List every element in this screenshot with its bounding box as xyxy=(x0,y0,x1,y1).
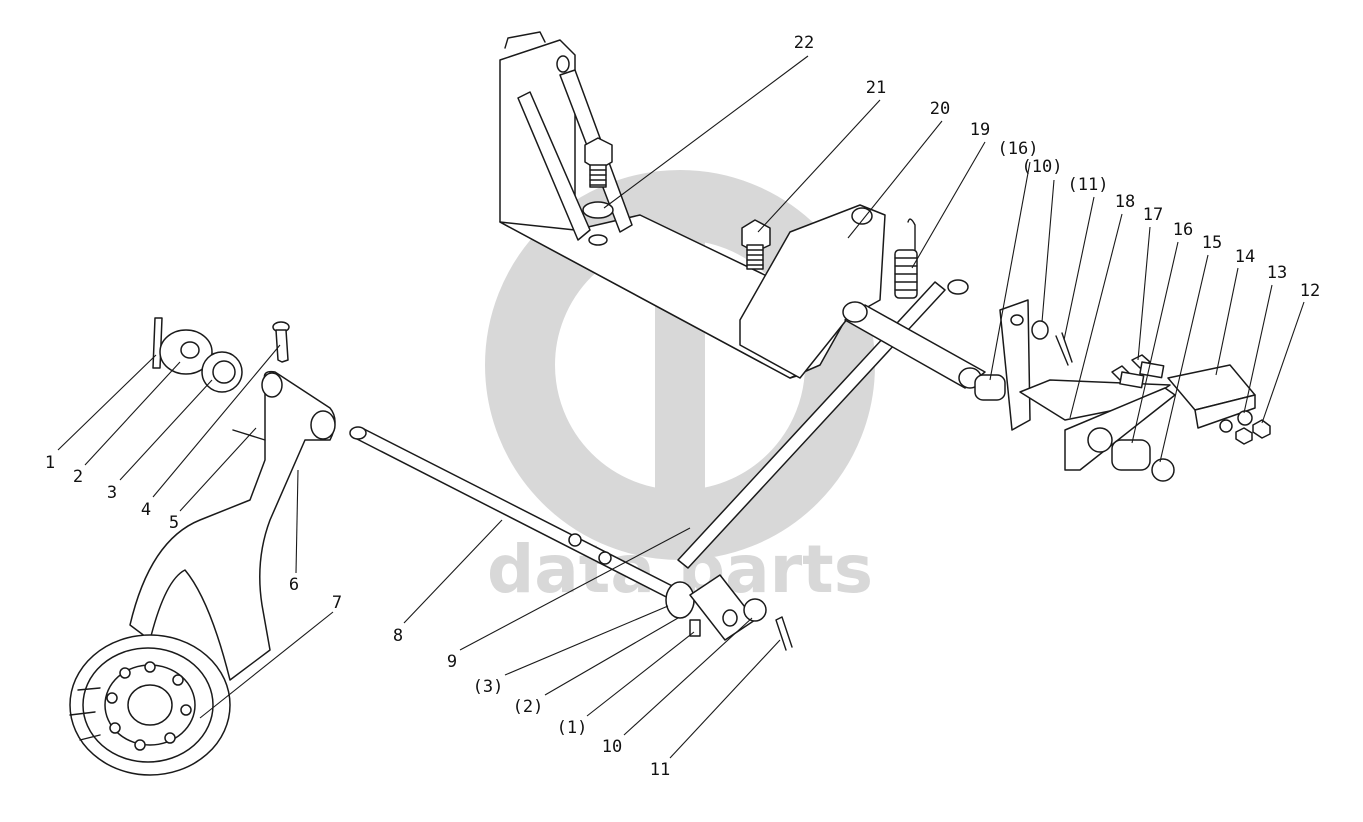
release-bearing xyxy=(69,634,231,776)
leader-line-c5 xyxy=(179,427,257,512)
callout-label-c11b: (11) xyxy=(1068,175,1109,195)
callout-label-c10b: (10) xyxy=(1022,157,1063,177)
callout-label-c17: 17 xyxy=(1143,205,1163,225)
bush-3-shaft xyxy=(665,581,695,619)
leader-line-c19 xyxy=(911,141,986,269)
callout-label-c15: 15 xyxy=(1202,233,1222,253)
bracket-top-pin xyxy=(504,31,546,49)
leader-line-c18 xyxy=(1069,213,1123,419)
bush-16-left xyxy=(974,374,1006,401)
cotter-pin-11 xyxy=(775,616,793,651)
leader-line-c21 xyxy=(757,99,881,233)
leader-line-c16b xyxy=(989,161,1031,381)
circlip-15 xyxy=(1151,458,1175,482)
nut-12 xyxy=(1252,419,1271,439)
callout-label-c3: 3 xyxy=(107,483,117,503)
washer-22 xyxy=(582,201,614,219)
callout-label-c1b: (1) xyxy=(557,718,588,738)
leader-line-c16 xyxy=(1131,241,1179,444)
leader-line-c6 xyxy=(295,469,299,574)
callout-label-c10: 10 xyxy=(602,737,622,757)
callout-label-c2: 2 xyxy=(73,467,83,487)
leader-line-c2b xyxy=(544,617,679,696)
split-pin-1-shaft xyxy=(689,619,701,637)
callout-label-c16b: (16) xyxy=(998,139,1039,159)
leader-line-c10 xyxy=(623,617,753,736)
leader-line-c22 xyxy=(603,55,809,209)
bracket-hole-top xyxy=(556,55,570,73)
callout-label-c11: 11 xyxy=(650,760,670,780)
bolt-left xyxy=(584,137,613,188)
leader-line-c2 xyxy=(84,361,181,466)
leader-line-c11b xyxy=(1063,196,1095,341)
return-spring xyxy=(894,218,918,299)
callout-label-c16: 16 xyxy=(1173,220,1193,240)
callout-label-c9: 9 xyxy=(447,652,457,672)
bush-16 xyxy=(1111,439,1151,471)
leader-line-c12 xyxy=(1261,301,1305,424)
leader-line-c10b xyxy=(1041,179,1055,323)
leader-line-c20 xyxy=(847,120,943,239)
bolt-21 xyxy=(741,219,771,270)
nut-12b xyxy=(1235,427,1253,445)
pull-rod xyxy=(677,279,969,569)
spring-washer-13 xyxy=(1237,410,1253,426)
bearing-bolt-holes xyxy=(106,661,192,751)
washer-10-right xyxy=(1031,320,1049,340)
pedal-lever-hole xyxy=(1087,427,1113,453)
leader-line-c7 xyxy=(199,611,334,719)
bracket-gusset-left xyxy=(517,91,591,241)
leader-line-c3 xyxy=(119,379,213,481)
callout-label-c12: 12 xyxy=(1300,281,1320,301)
leader-line-c9 xyxy=(459,527,691,651)
clevis-pin-4 xyxy=(272,321,290,363)
cotter-pin-11-right xyxy=(1055,332,1073,366)
bracket-hole-side xyxy=(851,207,873,225)
bearing-bush-3-inner xyxy=(212,360,236,384)
callout-label-c1: 1 xyxy=(45,453,55,473)
leader-line-c15 xyxy=(1159,254,1209,463)
callout-label-c21: 21 xyxy=(866,78,886,98)
callout-label-c7: 7 xyxy=(332,593,342,613)
leader-line-c11 xyxy=(669,639,781,759)
leader-line-c3b xyxy=(504,605,669,676)
callout-label-c20: 20 xyxy=(930,99,950,119)
leader-line-c17 xyxy=(1137,226,1151,361)
callout-label-c13: 13 xyxy=(1267,263,1287,283)
leader-line-c1b xyxy=(586,631,695,717)
washer-13b xyxy=(1219,419,1233,433)
washer-10-shaft xyxy=(743,598,767,622)
leader-line-c4 xyxy=(152,344,281,498)
leader-line-c14 xyxy=(1215,267,1239,376)
release-fork xyxy=(129,370,336,681)
pedal-plate-hole xyxy=(1010,314,1024,326)
bracket-assembly xyxy=(499,31,886,379)
callout-label-c5: 5 xyxy=(169,513,179,533)
callout-label-c18: 18 xyxy=(1115,192,1135,212)
pedal-mount-plate xyxy=(999,299,1031,431)
leader-line-c1 xyxy=(57,354,157,451)
leader-line-c8 xyxy=(403,519,503,624)
bolt-17 xyxy=(1111,354,1165,389)
pedal-pad-side xyxy=(1194,394,1256,429)
callout-layer: 123456789(3)(2)(1)101112131415161718(11)… xyxy=(45,33,1320,780)
bracket-hole-bottom xyxy=(588,234,608,246)
callout-label-c2b: (2) xyxy=(513,697,544,717)
callout-label-c14: 14 xyxy=(1235,247,1255,267)
callout-label-c19: 19 xyxy=(970,120,990,140)
split-pin-1 xyxy=(152,317,163,369)
callout-label-c6: 6 xyxy=(289,575,299,595)
callout-label-c8: 8 xyxy=(393,626,403,646)
callout-label-c3b: (3) xyxy=(473,677,504,697)
bracket-side-plate xyxy=(739,204,886,379)
leader-line-c13 xyxy=(1243,284,1273,414)
callout-label-c4: 4 xyxy=(141,500,151,520)
washer-2-hole xyxy=(180,341,200,359)
callout-label-c22: 22 xyxy=(794,33,814,53)
shaft-lever-hole xyxy=(722,609,738,627)
